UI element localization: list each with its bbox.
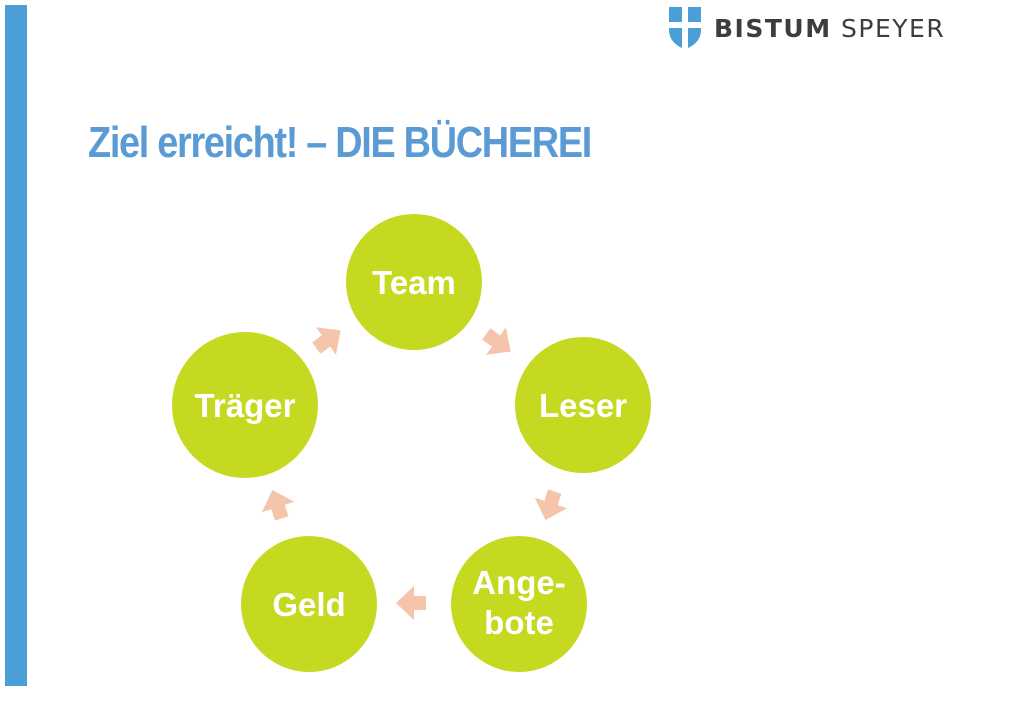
arrow-team-to-leser xyxy=(482,327,511,355)
logo-text: BISTUM SPEYER xyxy=(714,16,945,41)
logo: BISTUM SPEYER xyxy=(668,6,945,50)
accent-bar xyxy=(5,5,27,686)
arrow-angebote-to-geld xyxy=(396,586,426,620)
slide-title: Ziel erreicht! – DIE BÜCHEREI xyxy=(88,118,592,167)
node-angebote: Ange- bote xyxy=(451,536,587,672)
logo-word-speyer: SPEYER xyxy=(841,13,946,43)
node-label-traeger: Träger xyxy=(195,387,296,424)
node-label-leser: Leser xyxy=(539,387,627,424)
node-label-angebote-line2: bote xyxy=(484,604,554,641)
node-geld: Geld xyxy=(241,536,377,672)
arrow-leser-to-angebote xyxy=(534,489,568,521)
logo-word-bistum: BISTUM xyxy=(714,13,832,43)
node-leser: Leser xyxy=(515,337,651,473)
arrow-geld-to-traeger xyxy=(261,489,295,521)
node-team: Team xyxy=(346,214,482,350)
node-label-geld: Geld xyxy=(272,586,345,623)
shield-cross-icon xyxy=(669,7,701,49)
node-traeger: Träger xyxy=(172,332,318,478)
node-label-angebote-line1: Ange- xyxy=(472,564,566,601)
node-label-team: Team xyxy=(372,264,456,301)
arrow-traeger-to-team xyxy=(312,327,341,355)
